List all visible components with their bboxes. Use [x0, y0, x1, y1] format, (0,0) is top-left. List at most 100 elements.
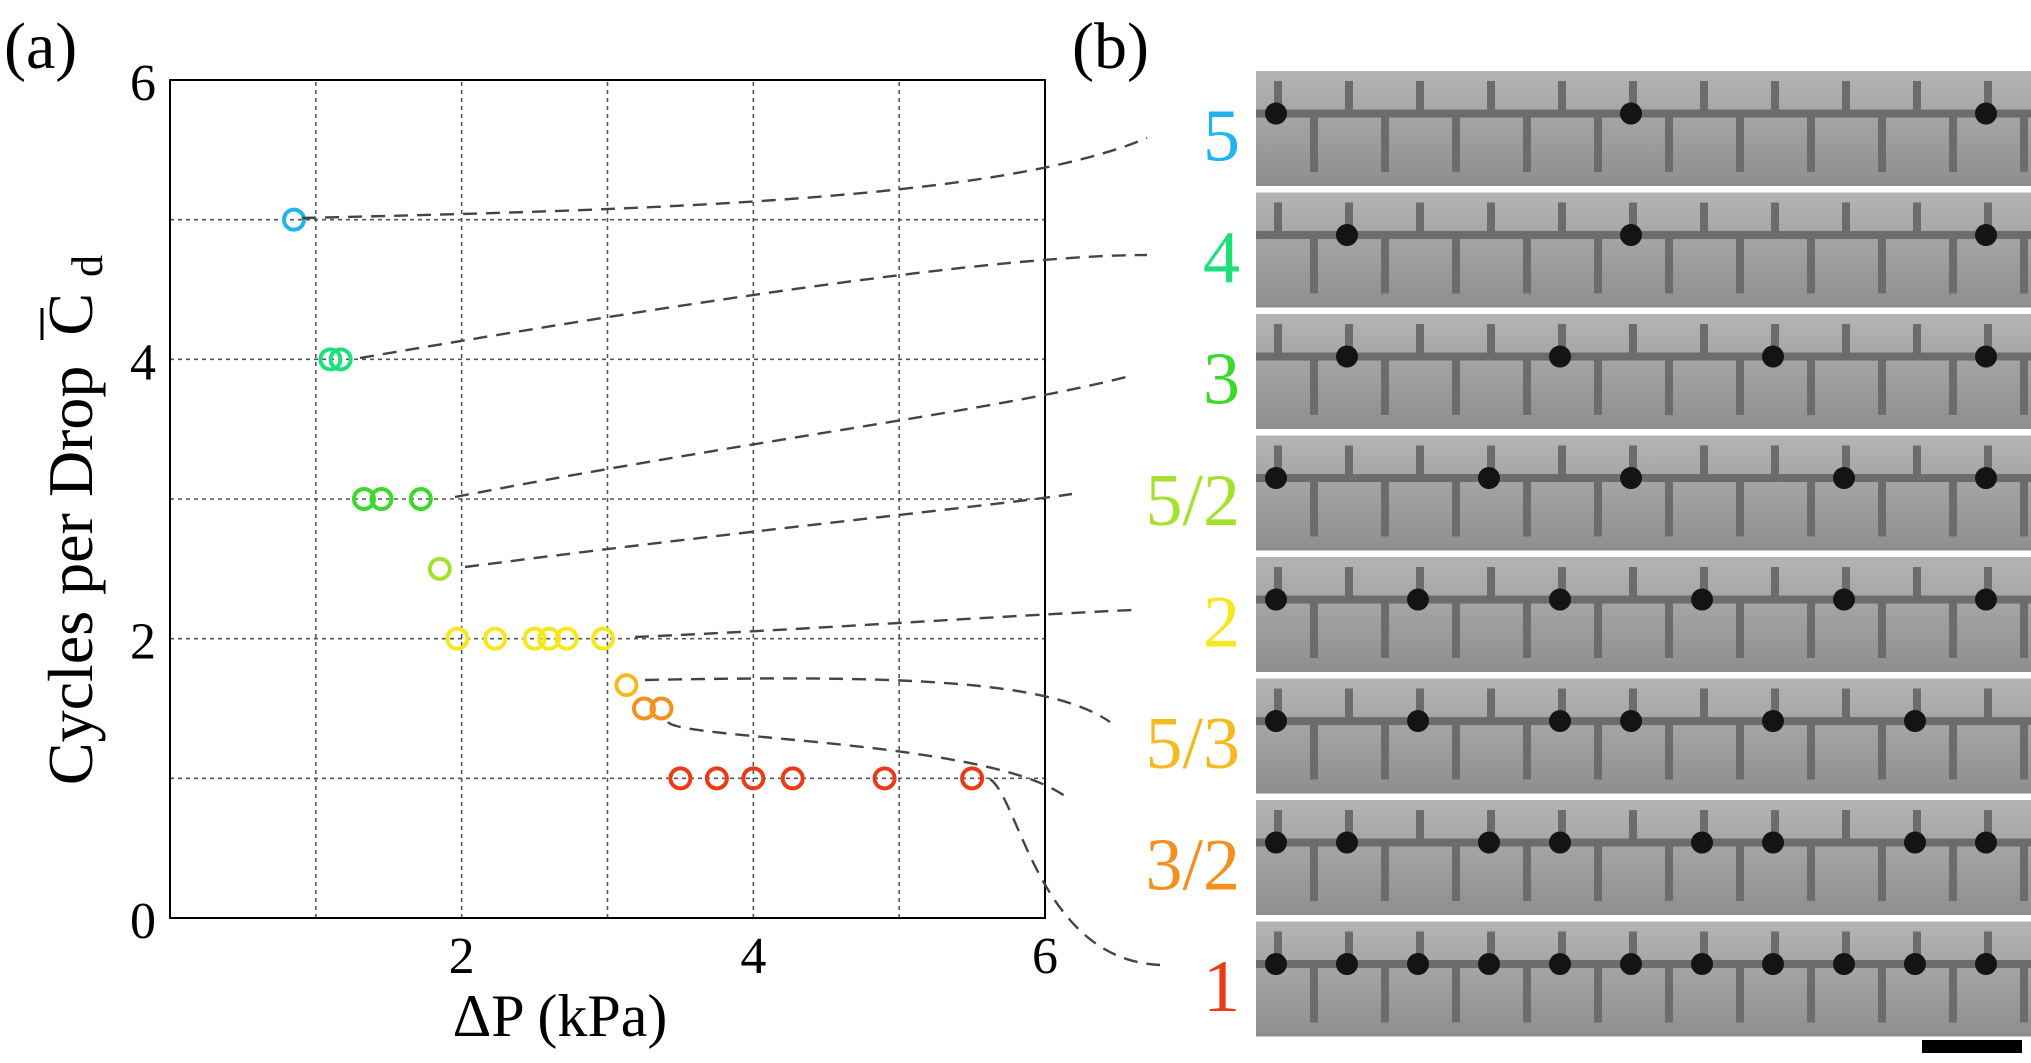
data-point: [631, 696, 656, 721]
image-strip: [1256, 71, 2031, 186]
side-channel-top: [1345, 931, 1353, 965]
side-channel-top: [1842, 445, 1850, 479]
drop: [1975, 588, 1997, 611]
scale-bar: [1922, 1040, 2022, 1053]
side-channel-bottom: [1310, 113, 1318, 172]
side-channel-top: [1558, 688, 1566, 722]
ratio-label: 3: [1203, 338, 1240, 420]
side-channel-bottom: [1381, 842, 1389, 901]
side-channel-bottom: [1310, 599, 1318, 658]
side-channel-top: [1913, 324, 1921, 357]
main-channel: [1256, 717, 2031, 726]
side-channel-bottom: [1949, 964, 1957, 1023]
side-channel-bottom: [1878, 235, 1886, 294]
side-channel-bottom: [1665, 599, 1673, 658]
side-channel-top: [1416, 810, 1424, 843]
image-strip: [1256, 435, 2031, 551]
side-channel-bottom: [1878, 478, 1886, 537]
side-channel-bottom: [2020, 478, 2028, 537]
side-channel-bottom: [1381, 721, 1389, 780]
side-channel-top: [1700, 81, 1708, 114]
data-point: [668, 766, 693, 791]
side-channel-bottom: [1949, 235, 1957, 294]
side-channel-bottom: [1310, 842, 1318, 901]
side-channel-bottom: [1594, 842, 1602, 901]
side-channel-bottom: [1736, 235, 1744, 294]
drop: [1549, 831, 1571, 854]
side-channel-bottom: [1381, 964, 1389, 1023]
side-channel-bottom: [2020, 235, 2028, 294]
drop: [1975, 345, 1997, 368]
drop: [1265, 710, 1287, 733]
side-channel-top: [1487, 445, 1495, 479]
side-channel-top: [1345, 81, 1353, 114]
side-channel-bottom: [1523, 113, 1531, 172]
side-channel-bottom: [1594, 235, 1602, 294]
drop: [1691, 588, 1713, 611]
side-channel-bottom: [1949, 113, 1957, 172]
drop: [1407, 588, 1429, 611]
side-channel-bottom: [1381, 113, 1389, 172]
side-channel-top: [1274, 931, 1282, 965]
panel-label-a: (a): [4, 10, 77, 83]
side-channel-bottom: [1381, 235, 1389, 294]
side-channel-top: [1558, 324, 1566, 357]
side-channel-top: [1629, 202, 1637, 236]
side-channel-top: [1700, 202, 1708, 236]
drop: [1975, 102, 1997, 125]
side-channel-top: [1984, 81, 1992, 114]
side-channel-top: [1274, 445, 1282, 479]
drop: [1975, 831, 1997, 854]
side-channel-top: [1771, 324, 1779, 357]
side-channel-bottom: [1594, 964, 1602, 1023]
drop: [1762, 345, 1784, 368]
drop: [1336, 224, 1358, 247]
side-channel-top: [1984, 202, 1992, 236]
data-point: [960, 766, 985, 791]
side-channel-top: [1842, 567, 1850, 600]
side-channel-bottom: [1736, 842, 1744, 901]
data-point: [554, 626, 579, 651]
side-channel-top: [1913, 445, 1921, 479]
connector-curve: [464, 492, 1073, 569]
drop: [1975, 224, 1997, 247]
side-channel-top: [1416, 445, 1424, 479]
side-channel-top: [1416, 324, 1424, 357]
side-channel-bottom: [1523, 964, 1531, 1023]
side-channel-top: [1629, 324, 1637, 357]
ratio-label: 5/2: [1145, 460, 1240, 542]
side-channel-bottom: [1878, 721, 1886, 780]
main-channel: [1256, 231, 2031, 240]
side-channel-bottom: [1736, 599, 1744, 658]
side-channel-top: [1629, 567, 1637, 600]
data-point: [281, 207, 306, 232]
image-strips: [1256, 71, 2031, 1037]
side-channel-bottom: [1594, 478, 1602, 537]
image-strip: [1256, 557, 2031, 672]
image-strip: [1256, 800, 2031, 915]
side-channel-top: [1842, 931, 1850, 965]
side-channel-bottom: [1878, 113, 1886, 172]
side-channel-top: [1629, 81, 1637, 114]
side-channel-top: [1345, 688, 1353, 722]
side-channel-top: [1558, 81, 1566, 114]
side-channel-bottom: [1949, 842, 1957, 901]
drop: [1478, 953, 1500, 976]
drop: [1833, 588, 1855, 611]
side-channel-bottom: [1807, 113, 1815, 172]
side-channel-bottom: [1452, 721, 1460, 780]
side-channel-top: [1558, 445, 1566, 479]
side-channel-top: [1629, 445, 1637, 479]
x-axis-label: ΔP (kPa): [453, 983, 668, 1049]
drop: [1407, 953, 1429, 976]
side-channel-top: [1274, 324, 1282, 357]
data-point: [408, 487, 433, 511]
side-channel-bottom: [1949, 478, 1957, 537]
side-channel-top: [1771, 810, 1779, 843]
side-channel-bottom: [2020, 721, 2028, 780]
data-point: [649, 696, 674, 721]
y-tick-label: 4: [130, 334, 156, 391]
side-channel-top: [1913, 688, 1921, 722]
